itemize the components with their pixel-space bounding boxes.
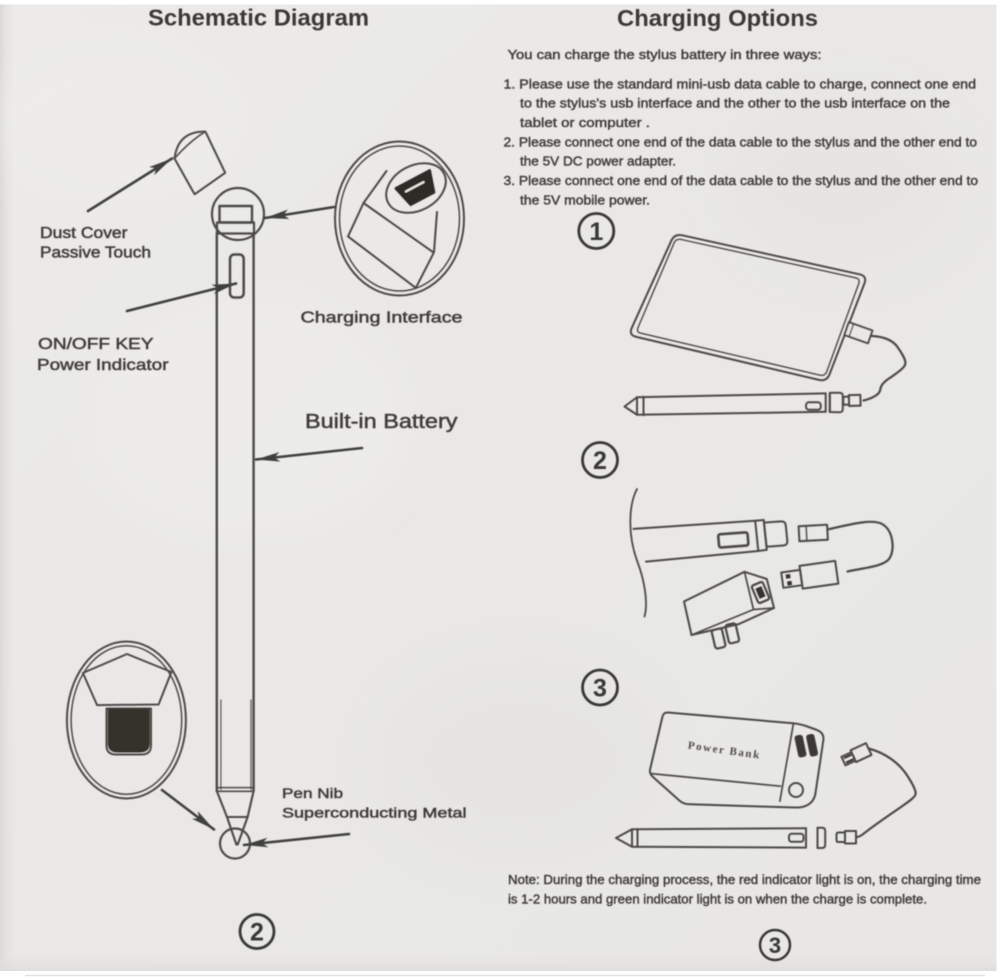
svg-text:Superconducting Metal: Superconducting Metal <box>282 805 467 821</box>
svg-text:3: 3 <box>769 933 781 958</box>
svg-text:2: 2 <box>250 918 264 946</box>
svg-text:Note: During the charging proc: Note: During the charging process, the r… <box>508 872 981 887</box>
svg-text:Passive Touch: Passive Touch <box>40 245 151 262</box>
svg-text:2: 2 <box>593 447 607 475</box>
svg-text:Built-in Battery: Built-in Battery <box>305 411 458 433</box>
svg-text:is 1-2 hours and green indicat: is 1-2 hours and green indicator light i… <box>508 892 927 907</box>
svg-text:Power Indicator: Power Indicator <box>37 357 169 374</box>
svg-text:Schematic Diagram: Schematic Diagram <box>148 5 369 31</box>
svg-text:Charging Options: Charging Options <box>617 5 818 31</box>
svg-text:3: 3 <box>593 674 607 702</box>
svg-text:to the stylus's usb interface: to the stylus's usb interface and the ot… <box>520 96 950 111</box>
svg-text:1. Please use the standard min: 1. Please use the standard mini-usb data… <box>504 76 977 91</box>
svg-text:2. Please connect one end of t: 2. Please connect one end of the data ca… <box>504 134 978 149</box>
svg-text:Dust Cover: Dust Cover <box>40 225 128 242</box>
svg-text:the 5V mobile power.: the 5V mobile power. <box>520 192 650 207</box>
svg-text:the 5V DC power adapter.: the 5V DC power adapter. <box>520 154 676 169</box>
svg-text:ON/OFF KEY: ON/OFF KEY <box>38 336 154 353</box>
svg-text:1: 1 <box>589 218 603 246</box>
svg-text:Charging Interface: Charging Interface <box>301 310 463 327</box>
svg-text:3. Please connect one end of t: 3. Please connect one end of the data ca… <box>504 173 979 188</box>
svg-text:Pen Nib: Pen Nib <box>282 785 343 801</box>
svg-text:You can charge the stylus batt: You can charge the stylus battery in thr… <box>508 47 822 62</box>
svg-text:tablet or computer .: tablet or computer . <box>520 115 650 130</box>
